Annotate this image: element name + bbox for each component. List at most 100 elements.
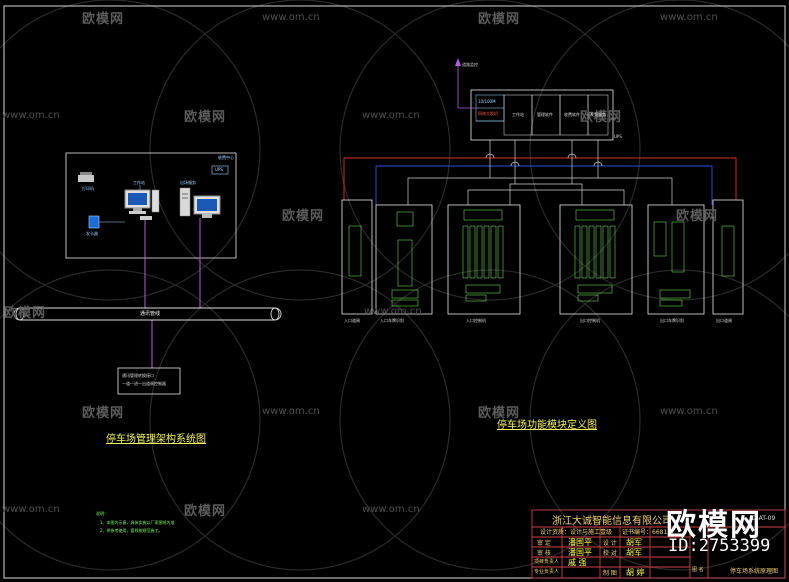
watermark-url: www.om.cn [2, 110, 60, 121]
module-column [609, 225, 616, 279]
row-label-approve: 审 定 [537, 540, 551, 547]
cert-line: 证书编号：6681 [622, 529, 668, 536]
row-label-pm: 项目负责人 [534, 559, 560, 565]
entrance-camera-label: 入口车牌识别 [380, 318, 404, 323]
bus-label: 通讯管线 [140, 311, 161, 317]
mgmt-software-label: 管理软件 [537, 112, 553, 117]
switch-speed: 10/100M [478, 99, 496, 104]
right-function-diagram [341, 58, 744, 315]
entrance-gate-box [341, 199, 373, 315]
exit-gate-box [712, 199, 744, 315]
module-column [588, 225, 595, 279]
entrance-control-module [447, 204, 521, 315]
printer-icon [78, 175, 94, 182]
module-column [497, 225, 504, 279]
top-note: 道路监控 [462, 62, 478, 67]
watermark-url: www.om.cn [362, 504, 420, 515]
watermark-url: www.om.cn [364, 306, 422, 317]
company-name: 浙江大诚智能信息有限公司 [552, 516, 672, 527]
watermark-url: www.om.cn [2, 504, 60, 515]
watermark-brand: 欧模网 [282, 209, 325, 224]
watermark-url: www.om.cn [660, 12, 718, 23]
top-server-panel [470, 89, 614, 141]
switch-label: 网络交换机 [478, 111, 498, 116]
module-column [595, 225, 602, 279]
module-column [602, 225, 609, 279]
watermark-brand: 欧模网 [4, 306, 47, 321]
sheet-title: 停车场系统原理图 [730, 568, 779, 575]
watermark-brand: 欧模网 [676, 209, 719, 224]
red-bus [343, 157, 737, 200]
module-column [574, 225, 581, 279]
watermark-brand: 欧模网 [184, 110, 227, 125]
blue-bus [375, 165, 713, 205]
exit-control-module [559, 204, 633, 315]
left-diagram-title: 停车场管理架构系统图 [106, 434, 206, 445]
ups-box [211, 165, 229, 175]
room-label: 收费中心 [218, 155, 234, 160]
drawing-number: D-AT-09 [752, 515, 776, 522]
module-column [469, 225, 476, 279]
exit-service-label: 出场服务 [180, 180, 196, 185]
controller-sub-label: 一道一进一出道闸控制器 [122, 381, 166, 386]
card-issuer-icon [88, 215, 100, 229]
signature-review: 潘国平 [568, 548, 592, 557]
exit-camera-label: 出口车牌识别 [660, 318, 684, 323]
title-block [531, 509, 786, 579]
module-column [581, 225, 588, 279]
workstation-label: 工作站 [133, 180, 145, 185]
module-column [483, 225, 490, 279]
watermark-brand: 欧模网 [580, 110, 623, 125]
entrance-control-label: 入口控制机 [466, 318, 486, 323]
signature-draw: 胡 婷 [626, 568, 645, 577]
notes-heading: 说明： [96, 511, 108, 516]
module-column [462, 225, 469, 279]
controller-box [117, 367, 181, 395]
signature-pm: 戚 强 [568, 558, 587, 567]
watermark-brand: 欧模网 [82, 406, 125, 421]
card-issuer-label: 发卡器 [86, 231, 98, 236]
exit-camera-unit [647, 204, 705, 315]
watermark-url: www.om.cn [362, 110, 420, 121]
fee-software-label: 收费软件 [564, 112, 580, 117]
video-service-label: 视频服务 [590, 112, 606, 117]
watermark-url: www.om.cn [262, 406, 320, 417]
brand-id: ID:2753399 [668, 536, 771, 556]
module-column [490, 225, 497, 279]
printer-label: 打印机 [82, 186, 94, 191]
drawing-border [3, 5, 786, 579]
notes-line-2: 2、供参考使用，管线按规范施工。 [100, 528, 163, 533]
watermark-brand: 欧模网 [184, 504, 227, 519]
watermark-brand: 欧模网 [82, 12, 125, 27]
watermark-url: www.om.cn [660, 406, 718, 417]
ups-label: UPS [215, 167, 223, 172]
entrance-gate-label: 入口道闸 [344, 318, 360, 323]
server-icon [179, 187, 191, 217]
entrance-camera-unit [375, 204, 433, 315]
signature-check: 胡军 [626, 548, 642, 557]
brand-logo: 欧模网 [666, 508, 762, 543]
watermark-brand: 欧模网 [478, 12, 521, 27]
col-label-check: 校 对 [603, 550, 617, 557]
col-label-draw: 制 图 [603, 570, 617, 577]
row-label-review: 审 核 [537, 550, 551, 557]
exit-gate-label: 出口道闸 [716, 318, 732, 323]
module-column [476, 225, 483, 279]
control-room-box [65, 152, 237, 259]
right-diagram-title: 停车场功能模块定义图 [497, 420, 597, 431]
exit-control-label: 出口控制机 [580, 318, 600, 323]
controller-label: 通讯管理转换接口 [122, 373, 154, 378]
workstation-panel-label: 工作站 [512, 112, 524, 117]
signature-design: 胡军 [626, 538, 642, 547]
watermark-brand: 欧模网 [478, 406, 521, 421]
sheet-name-label: 图 名 [692, 567, 704, 573]
license-line: 设计资质：设计与施工壹级 [540, 529, 613, 536]
left-system-diagram [13, 152, 282, 395]
notes-line-1: 1、本图为示意，具体实施以厂家图纸为准 [100, 520, 175, 525]
row-label-lead: 专业负责人 [534, 569, 560, 575]
col-label-design: 设 计 [603, 540, 617, 547]
watermark-url: www.om.cn [262, 12, 320, 23]
ups-right-label: UPS [614, 134, 622, 139]
